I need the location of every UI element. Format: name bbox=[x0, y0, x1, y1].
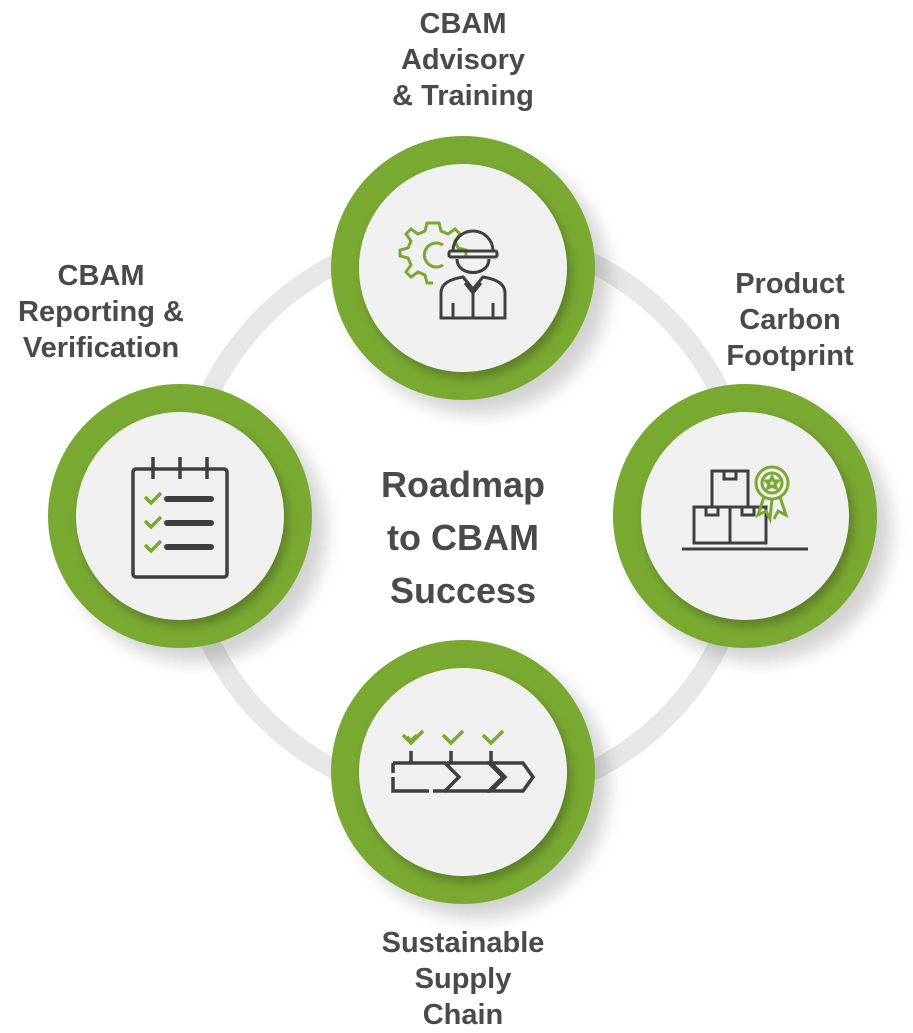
title-line: Roadmap bbox=[380, 464, 546, 505]
label-line: Product bbox=[735, 268, 845, 300]
label-line: Advisory bbox=[400, 44, 526, 76]
checklist-icon bbox=[131, 457, 229, 579]
label-line: & Training bbox=[392, 80, 534, 112]
title-line: Success bbox=[389, 570, 537, 611]
label-line: Chain bbox=[422, 999, 504, 1031]
node-sustainable-supply-chain bbox=[331, 640, 595, 904]
label-line: Carbon bbox=[739, 304, 841, 336]
label-sustainable-supply-chain: Sustainable Supply Chain bbox=[343, 925, 583, 1033]
label-line: Reporting & bbox=[18, 296, 184, 328]
label-line: CBAM bbox=[57, 260, 145, 292]
label-line: Supply bbox=[414, 963, 512, 995]
label-line: Sustainable bbox=[381, 927, 545, 959]
engineer-gear-icon bbox=[398, 221, 507, 320]
label-reporting-verification: CBAM Reporting & Verification bbox=[0, 258, 202, 366]
label-advisory-training: CBAM Advisory & Training bbox=[343, 6, 583, 114]
node-reporting-verification bbox=[48, 384, 312, 648]
label-line: Footprint bbox=[726, 340, 854, 372]
label-line: CBAM bbox=[419, 8, 507, 40]
boxes-award-icon bbox=[682, 465, 808, 551]
node-advisory-training bbox=[331, 136, 595, 400]
label-product-carbon-footprint: Product Carbon Footprint bbox=[690, 266, 890, 374]
title-line: to CBAM bbox=[387, 517, 539, 558]
node-product-carbon-footprint bbox=[613, 384, 877, 648]
label-line: Verification bbox=[22, 332, 180, 364]
center-title: Roadmap to CBAM Success bbox=[330, 458, 596, 617]
supply-chain-checks-icon bbox=[391, 729, 536, 793]
